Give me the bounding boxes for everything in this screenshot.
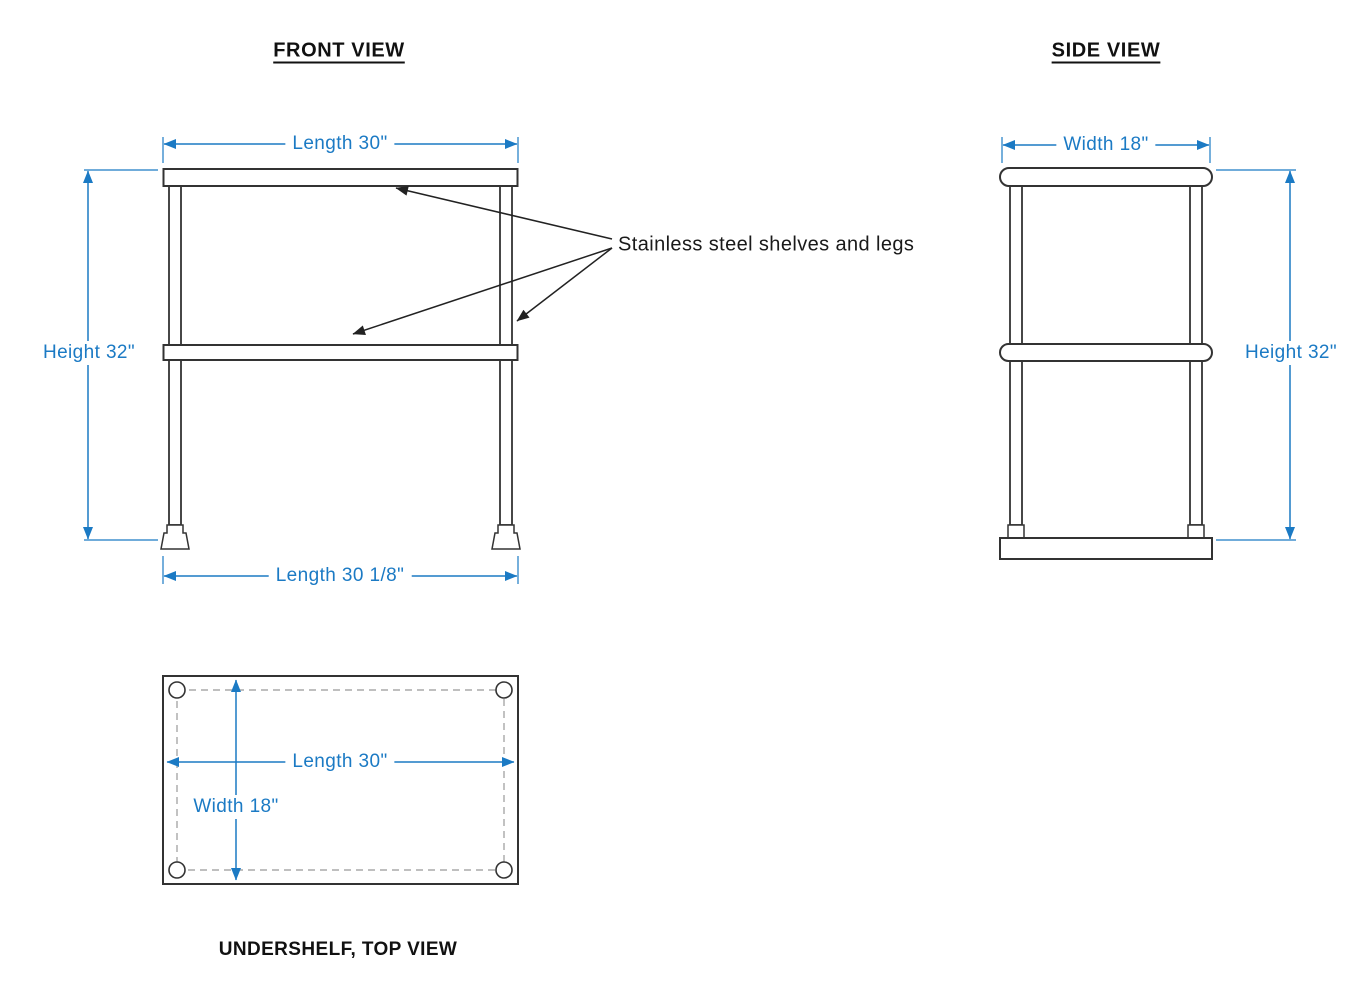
- annotation-arrows: [352, 185, 613, 335]
- side-right-foot: [1187, 524, 1205, 539]
- front-right-foot: [491, 524, 521, 550]
- front-under-shelf: [162, 344, 519, 361]
- side-width-label: Width 18": [1056, 133, 1156, 157]
- front-length-bottom-label: Length 30 1/8": [268, 564, 412, 588]
- front-view-drawing: [160, 168, 521, 550]
- undershelf-view-title: UNDERSHELF, TOP VIEW: [218, 939, 458, 960]
- undershelf-length-label: Length 30": [285, 750, 395, 774]
- undershelf-drawing: [162, 675, 519, 885]
- undershelf-hidden-edge: [176, 689, 505, 871]
- material-annotation: Stainless steel shelves and legs: [618, 233, 915, 256]
- side-height-label: Height 32": [1237, 341, 1345, 365]
- undershelf-outline: [162, 675, 519, 885]
- leg-hole-top-left: [168, 681, 186, 699]
- front-left-foot: [160, 524, 190, 550]
- side-view-title: SIDE VIEW: [1051, 39, 1161, 62]
- side-left-foot: [1007, 524, 1025, 539]
- leg-hole-bottom-left: [168, 861, 186, 879]
- side-under-shelf: [999, 343, 1213, 362]
- leg-hole-bottom-right: [495, 861, 513, 879]
- arrow-to-under-shelf: [352, 247, 613, 335]
- arrow-to-top-shelf: [395, 185, 613, 240]
- side-top-shelf: [999, 167, 1213, 187]
- arrow-to-leg: [516, 247, 613, 322]
- side-view-drawing: [999, 167, 1213, 560]
- front-length-top-label: Length 30": [285, 132, 395, 156]
- undershelf-width-label: Width 18": [186, 795, 286, 819]
- side-base: [999, 537, 1213, 560]
- leg-hole-top-right: [495, 681, 513, 699]
- front-height-label: Height 32": [35, 341, 143, 365]
- front-view-title: FRONT VIEW: [273, 39, 405, 62]
- front-top-shelf: [162, 168, 519, 187]
